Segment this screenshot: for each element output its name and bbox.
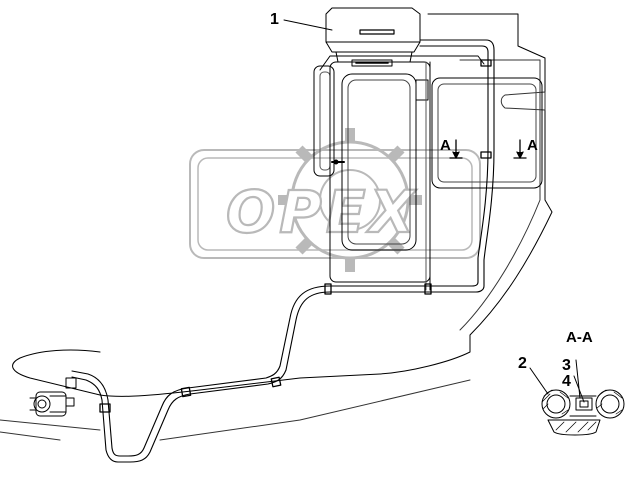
ac-unit [325,7,421,67]
compressor [29,377,77,417]
callout-3: 3 [562,357,571,374]
hose-inner [71,45,489,457]
section-arrow-left [449,139,463,159]
watermark-frame [189,149,481,259]
leader-2 [529,367,549,395]
hose-assembly [71,39,495,463]
section-view-title: A-A [566,329,593,346]
section-label-right: A [527,137,538,154]
leader-3 [575,359,581,399]
linework [0,7,625,463]
section-arrow-right [513,139,527,159]
section-view-a-a [529,359,625,436]
vehicle-body-outline [12,13,553,397]
callout-2: 2 [518,355,527,372]
callout-4: 4 [562,373,571,390]
hose-clamps [99,59,492,413]
hose-outer [71,39,495,463]
section-label-left: A [440,137,451,154]
watermark [189,128,481,272]
leader-1 [283,19,333,31]
watermark-text: OPEX [226,178,418,246]
leader-4 [573,375,585,403]
callout-1: 1 [270,11,279,28]
